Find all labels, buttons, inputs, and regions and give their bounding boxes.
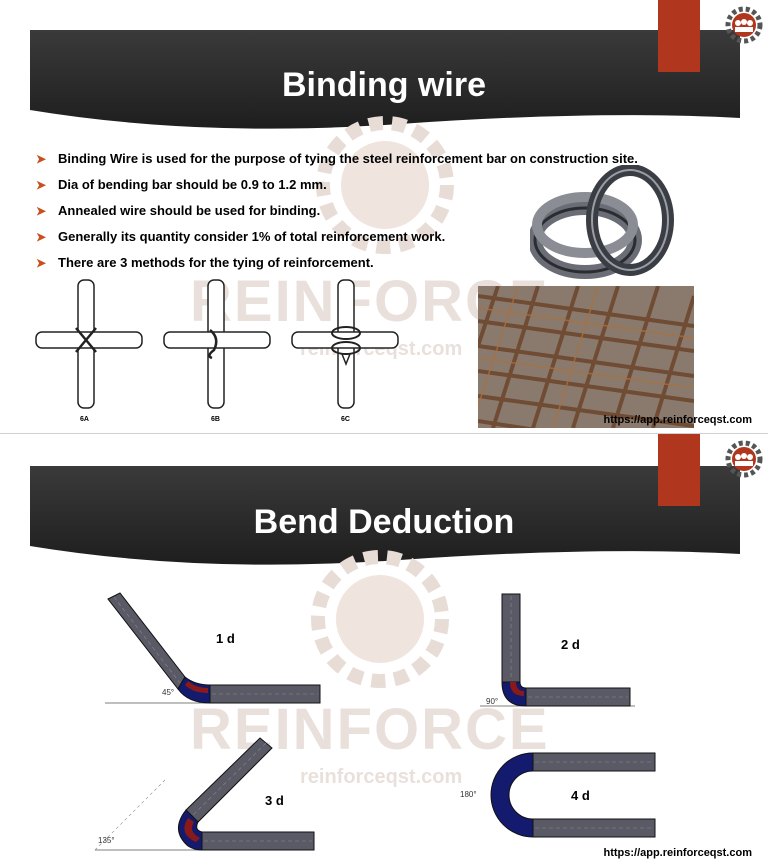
- gear-logo-icon: [725, 440, 763, 478]
- tie-label-6b: 6B: [211, 416, 220, 423]
- arrow-bullet-icon: ➤: [36, 204, 47, 218]
- bend-diagram-90: [480, 593, 635, 707]
- bend-angle-135: 135°: [98, 836, 115, 845]
- bend-label-4d: 4 d: [571, 788, 590, 803]
- watermark-logo: [316, 116, 454, 254]
- bend-diagram-135: [94, 737, 315, 851]
- bend-label-3d: 3 d: [265, 793, 284, 808]
- rebar-mesh-image: [478, 286, 694, 428]
- slide-bend-deduction: Bend Deduction REINFORCE reinforceqst.co…: [0, 433, 768, 866]
- bend-label-2d: 2 d: [561, 637, 580, 652]
- slide-binding-wire: Binding wire REINFORCE reinforceqst.com …: [30, 0, 763, 428]
- bullet-item: ➤There are 3 methods for the tying of re…: [36, 255, 374, 270]
- tie-methods-drawing: [35, 279, 399, 409]
- bullet-list: ➤Binding Wire is used for the purpose of…: [36, 150, 638, 280]
- bullet-item: ➤Dia of bending bar should be 0.9 to 1.2…: [36, 177, 327, 192]
- accent-tab: [658, 0, 700, 72]
- bullet-item: ➤Binding Wire is used for the purpose of…: [36, 151, 638, 166]
- tie-label-6a: 6A: [80, 416, 89, 423]
- bend-angle-45: 45°: [162, 688, 175, 697]
- watermark-logo: [311, 550, 449, 688]
- bend-angle-90: 90°: [486, 697, 499, 706]
- source-url: https://app.reinforceqst.com: [603, 414, 752, 426]
- watermark-site: reinforceqst.com: [300, 766, 463, 788]
- arrow-bullet-icon: ➤: [36, 256, 47, 270]
- bullet-item: ➤Annealed wire should be used for bindin…: [36, 203, 321, 218]
- arrow-bullet-icon: ➤: [36, 230, 47, 244]
- gear-logo-icon: [725, 6, 763, 44]
- tie-label-6c: 6C: [341, 416, 350, 423]
- page-title: Binding wire: [282, 66, 486, 104]
- title-banner: [30, 30, 740, 129]
- bend-diagram-45: [105, 592, 321, 704]
- bend-diagram-180: [490, 752, 656, 838]
- bend-angle-180: 180°: [460, 790, 477, 799]
- bullet-item: ➤Generally its quantity consider 1% of t…: [36, 229, 446, 244]
- bend-label-1d: 1 d: [216, 631, 235, 646]
- title-banner: [30, 466, 740, 565]
- arrow-bullet-icon: ➤: [36, 178, 47, 192]
- wire-coil-image: [530, 165, 674, 279]
- accent-tab: [658, 434, 700, 506]
- arrow-bullet-icon: ➤: [36, 152, 47, 166]
- source-url: https://app.reinforceqst.com: [603, 847, 752, 859]
- page-title: Bend Deduction: [253, 503, 515, 541]
